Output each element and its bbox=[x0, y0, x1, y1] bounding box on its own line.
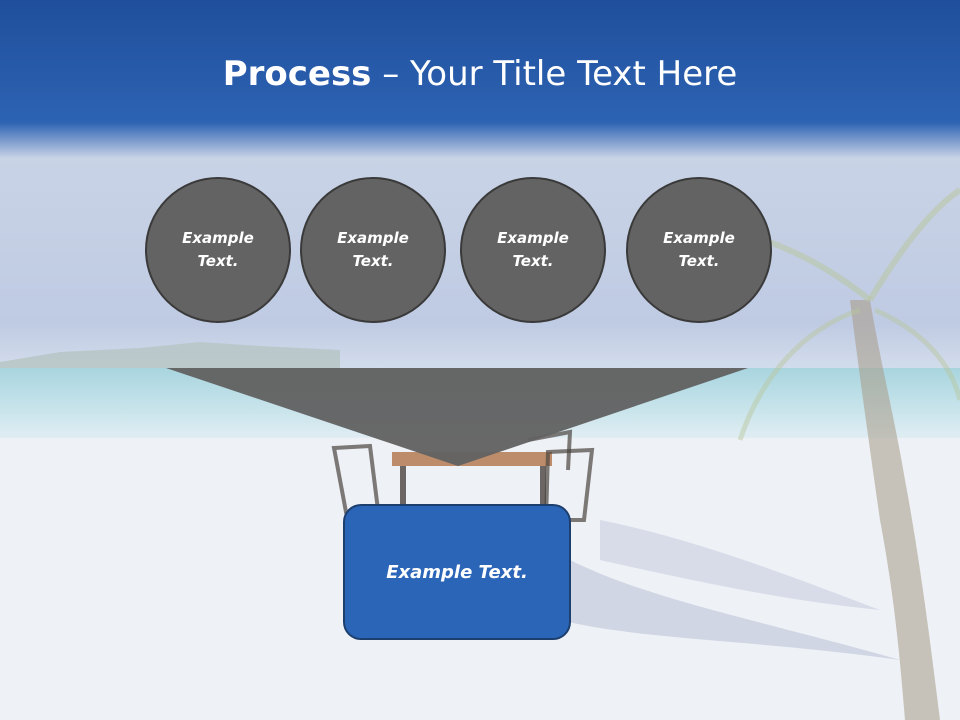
slide-title: Process – Your Title Text Here bbox=[0, 52, 960, 96]
result-label: Example Text. bbox=[386, 561, 528, 583]
title-bold: Process bbox=[222, 54, 372, 94]
title-rest: – Your Title Text Here bbox=[371, 54, 738, 94]
result-box: Example Text. bbox=[343, 504, 571, 640]
